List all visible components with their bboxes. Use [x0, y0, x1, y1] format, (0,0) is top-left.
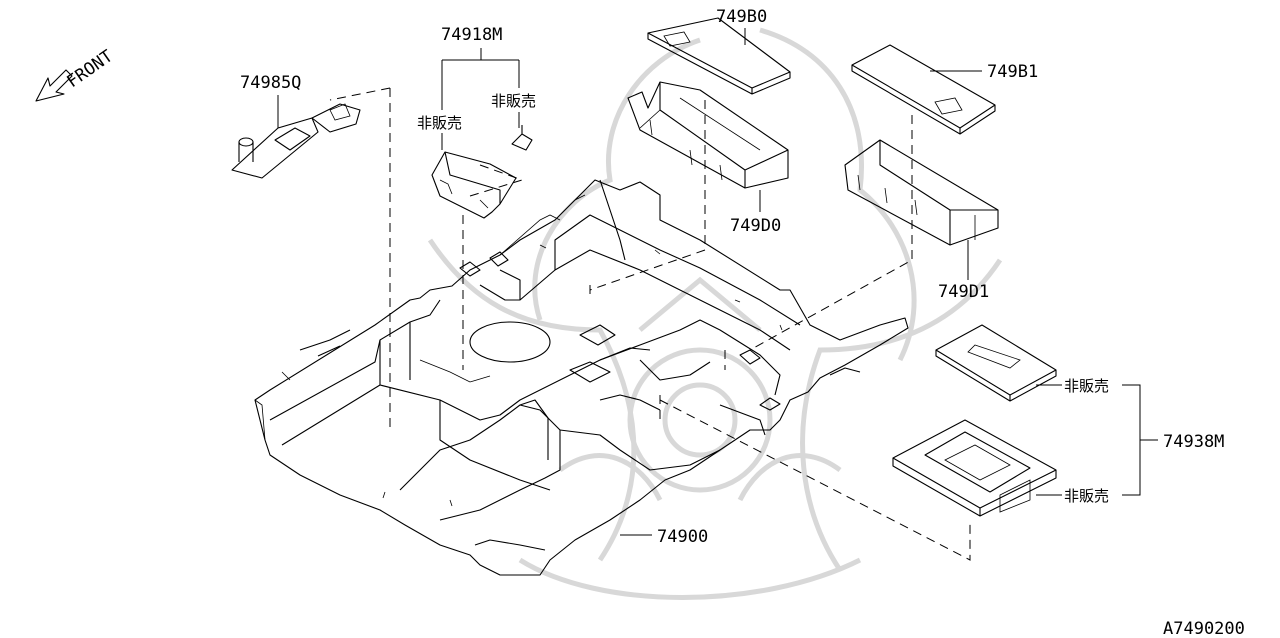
part-74938m-mat: [935, 324, 1057, 402]
part-74900-floor-carpet: [254, 179, 909, 576]
label-74985q: 74985Q: [240, 73, 301, 93]
label-74938m: 74938M: [1163, 432, 1224, 452]
assembly-dashed-lines: [329, 87, 971, 561]
label-749b0: 749B0: [716, 7, 767, 27]
leader-lines: [277, 28, 1158, 536]
figure-code: A7490200: [1163, 619, 1245, 638]
part-749d0-box: [627, 81, 789, 189]
part-74985q-clip: [231, 103, 361, 179]
label-74918m: 74918M: [441, 25, 502, 45]
watermark-emblem: [427, 27, 1003, 600]
part-749b0-lid: [647, 17, 791, 95]
label-749d1: 749D1: [938, 282, 989, 302]
not-for-sale-right: 非販売: [491, 92, 536, 110]
label-74900: 74900: [657, 527, 708, 547]
front-label: FRONT: [63, 46, 116, 92]
front-arrow-icon: [35, 69, 73, 102]
not-for-sale-left: 非販売: [417, 114, 462, 132]
label-749b1: 749B1: [987, 62, 1038, 82]
part-749b1-lid: [851, 44, 996, 135]
part-749d1-box: [844, 139, 999, 246]
part-74918m-bracket: [431, 125, 533, 219]
part-74938m-tray: [892, 419, 1057, 517]
not-for-sale-tray: 非販売: [1064, 487, 1109, 505]
label-749d0: 749D0: [730, 216, 781, 236]
not-for-sale-mat: 非販売: [1064, 377, 1109, 395]
